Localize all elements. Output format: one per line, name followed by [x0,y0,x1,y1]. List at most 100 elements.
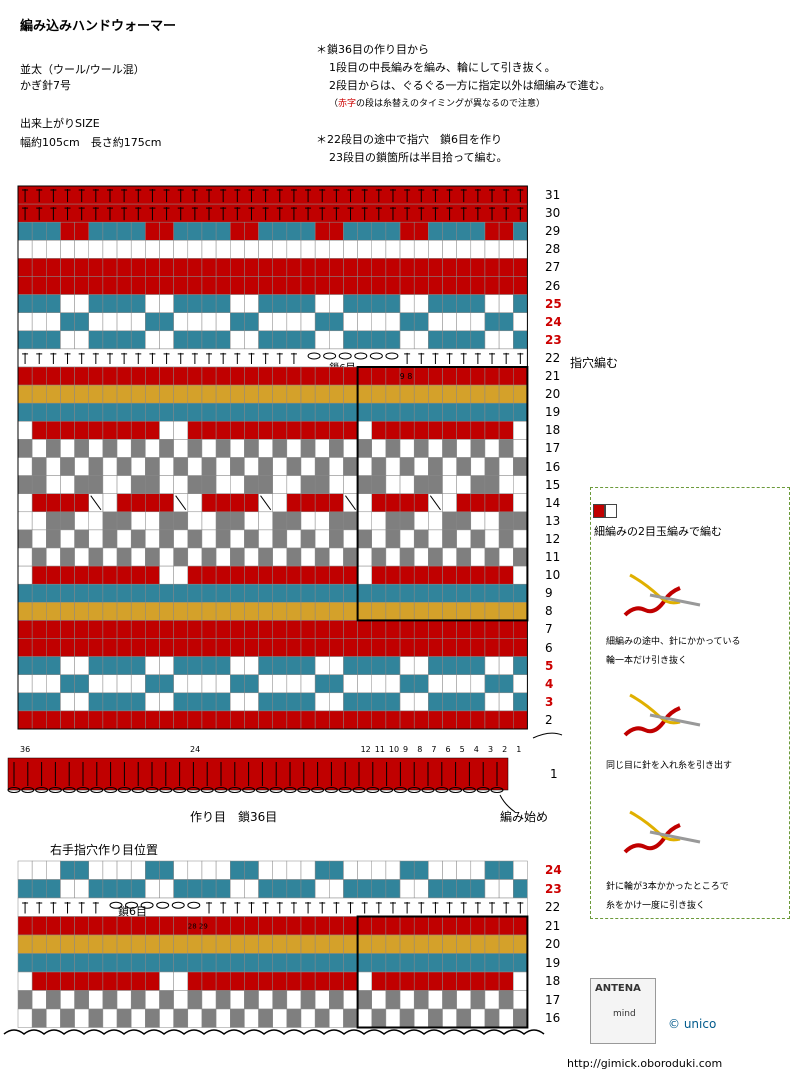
logo-sub: mind [613,1009,636,1019]
chart-cell [215,276,231,295]
chart-cell [46,674,61,694]
chart-cell [314,990,330,1010]
chart-cell [513,674,528,694]
chart-cell [371,583,387,603]
chart-cell [357,990,373,1010]
chart-cell [258,990,273,1010]
chart-cell [484,384,500,404]
chart-cell [17,294,33,313]
chart-cell [513,971,528,991]
chart-cell [17,638,33,657]
chart-cell [513,511,528,531]
chart-cell [385,602,401,621]
chart-cell [46,511,61,531]
chart-cell [145,402,160,422]
foundation-chain [228,787,242,793]
chart-cell [145,860,160,880]
chart-cell [428,692,443,712]
chart-cell [173,276,189,295]
chart-cell [74,879,89,899]
panel-text-3: 輪一本だけ引き抜く [606,656,688,666]
chart-cell [371,674,387,694]
chart-cell [498,475,514,494]
chart-cell [513,421,528,440]
chart-cell [329,674,344,694]
chart-cell [428,439,443,458]
chart-cell [130,656,146,675]
chart-cell [498,312,514,332]
chart-cell [187,638,203,657]
chart-cell [244,421,259,440]
chart-cell [31,934,47,954]
start-label: 編み始め [500,810,549,824]
chart-cell [159,276,174,295]
chart-cell [357,602,373,621]
chart-cell [357,953,373,973]
row-label-26: 26 [545,278,561,293]
chart-cell [88,710,104,730]
chart-cell [60,421,75,440]
chart-cell [201,656,217,675]
chart-cell [173,402,189,422]
chart-cell [230,547,245,567]
chart-cell [17,312,33,332]
panel-text-2: 細編みの途中、針にかかっている [606,637,741,647]
chart-cell [498,620,514,639]
chart-cell [314,916,330,936]
chart-cell [428,916,443,936]
chart-cell [399,860,415,880]
chart-cell [286,620,302,639]
chart-cell [498,692,514,712]
chart-cell [357,674,373,694]
chart-cell [513,620,528,639]
chart-cell [74,312,89,332]
chart-cell [201,221,217,241]
chart-cell [187,258,203,277]
chart-cell [357,934,373,954]
chart-cell [329,276,344,295]
chart-cell [173,366,189,386]
chart-cell [442,583,457,603]
chart-cell [130,457,146,476]
note-2: 1段目の中長編みを編み、輪にして引き抜く。 [329,61,556,74]
chart-cell [145,602,160,621]
chart-cell [371,330,387,350]
chart-cell [329,402,344,422]
chart-cell [399,384,415,404]
chart-cell [244,916,259,936]
foundation-chain [462,787,476,793]
chart-cell [130,330,146,350]
chart-cell [413,330,429,350]
chart-cell [357,276,373,295]
chart-cell [428,565,443,585]
chart-cell [314,384,330,404]
chart-cell [187,583,203,603]
chart-cell [300,221,316,241]
chart-cell [343,602,358,621]
chart-cell [399,565,415,585]
chart-cell [498,674,514,694]
foundation-chain [435,787,449,793]
site-url[interactable]: http://gimick.oboroduki.com [567,1057,723,1070]
chart-cell [31,221,47,241]
row-label-28: 28 [545,242,561,257]
chart-cell [187,294,203,313]
chain-label-bottom: 鎖6目 [118,905,147,918]
chart-cell [244,638,259,657]
chart-cell [102,475,118,494]
chart-cell [130,971,146,991]
instruction-panel [590,487,790,919]
foundation-chain [145,787,159,793]
chart-cell [88,475,104,494]
chart-cell [130,916,146,936]
foundation-chain [338,787,352,793]
chart-cell [17,258,33,277]
chart-cell [145,330,160,350]
chart-cell [456,953,472,973]
chart-cell [385,674,401,694]
chart-cell [74,990,89,1010]
chart-cell [60,439,75,458]
chart-cell [399,402,415,422]
chart-cell [31,402,47,422]
chart-cell [442,565,457,585]
